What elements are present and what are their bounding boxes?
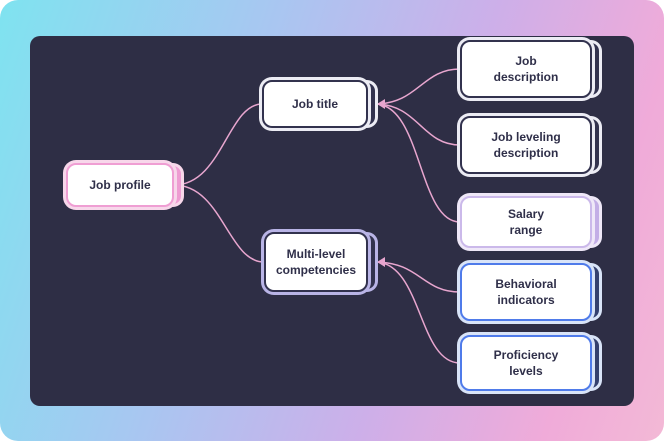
node-card: Behavioral indicators [460, 263, 592, 321]
node-label: Behavioral indicators [495, 276, 557, 307]
node-card: Proficiency levels [460, 335, 592, 391]
node-salary-range[interactable]: Salary range [460, 196, 599, 248]
arrowhead-multilevel [377, 257, 385, 267]
mindmap-canvas: Job profile Job title Multi-level compet… [30, 36, 634, 406]
connector-profile-to-title [173, 103, 263, 186]
node-label: Job title [291, 96, 338, 111]
connector-title-to-description [374, 68, 461, 105]
node-label: Job profile [89, 177, 151, 192]
connector-lines [173, 68, 461, 364]
node-card: Salary range [460, 196, 592, 248]
node-label: Salary range [507, 206, 545, 237]
node-job-title[interactable]: Job title [262, 80, 375, 128]
connector-title-to-leveling [374, 103, 461, 146]
node-job-description[interactable]: Job description [460, 40, 599, 98]
connector-title-to-salary [374, 103, 461, 223]
node-label: Job leveling description [491, 129, 561, 160]
node-job-leveling-description[interactable]: Job leveling description [460, 116, 599, 174]
node-card: Job title [262, 80, 368, 128]
node-label: Proficiency levels [493, 347, 559, 378]
connector-profile-to-multilevel [173, 184, 265, 263]
node-card: Job leveling description [460, 116, 592, 174]
node-card: Job description [460, 40, 592, 98]
connector-multilevel-to-behavioral [374, 261, 461, 293]
node-job-profile[interactable]: Job profile [66, 163, 181, 207]
node-multi-level-competencies[interactable]: Multi-level competencies [264, 232, 375, 292]
arrowhead-job-title [377, 99, 385, 109]
node-card: Multi-level competencies [264, 232, 368, 292]
node-card: Job profile [66, 163, 174, 207]
node-label: Multi-level competencies [275, 246, 357, 277]
node-label: Job description [493, 53, 559, 84]
node-proficiency-levels[interactable]: Proficiency levels [460, 335, 599, 391]
connector-multilevel-to-proficiency [374, 261, 461, 364]
node-behavioral-indicators[interactable]: Behavioral indicators [460, 263, 599, 321]
